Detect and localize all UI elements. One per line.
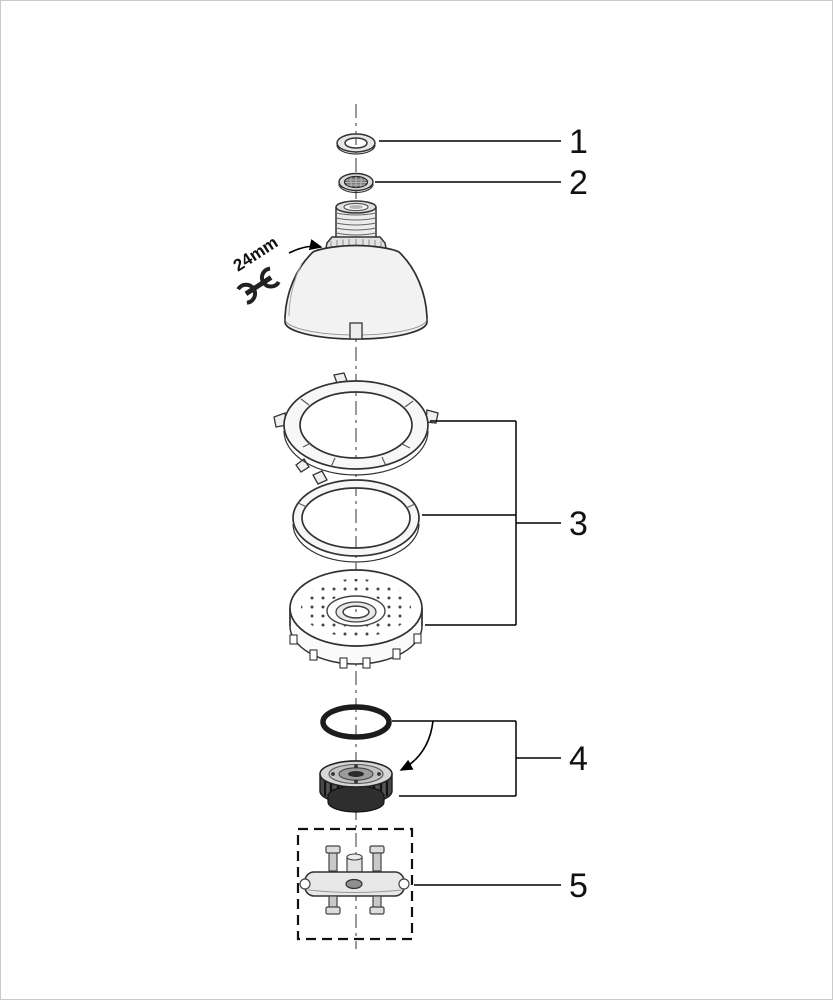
part-locking-ring (273, 372, 439, 476)
part-jet-plate (289, 569, 423, 669)
thread-ridges (335, 212, 377, 236)
part-o-ring (320, 704, 392, 740)
wrench-size-label: 24mm (230, 233, 282, 276)
spray-holes (300, 578, 412, 638)
part-mounting-bracket (299, 845, 410, 915)
callout-label-1: 1 (569, 123, 588, 161)
wrench-icon (236, 266, 281, 305)
dome-bottom-tab (349, 322, 363, 340)
ring-notches (300, 398, 414, 468)
wrench-arrow (288, 239, 323, 254)
part-flow-regulator (319, 760, 393, 813)
callout-bracket-4 (392, 720, 561, 797)
jet-plate-castellation (289, 633, 422, 669)
callout-label-5: 5 (569, 867, 588, 905)
part-filter-screen (338, 172, 374, 194)
callout-label-4: 4 (569, 740, 588, 778)
part-cap-ring (336, 133, 376, 155)
part-mid-ring (292, 470, 420, 563)
callout-label-2: 2 (569, 164, 588, 202)
callout-bracket-3 (422, 420, 561, 626)
dome-shading (288, 262, 303, 317)
part5-dashed-box (296, 827, 414, 941)
filter-mesh (345, 176, 367, 188)
dome (284, 244, 428, 340)
arrow-o-ring-to-regulator (399, 720, 434, 771)
callout-label-3: 3 (569, 505, 588, 543)
part-shower-head (284, 200, 428, 340)
